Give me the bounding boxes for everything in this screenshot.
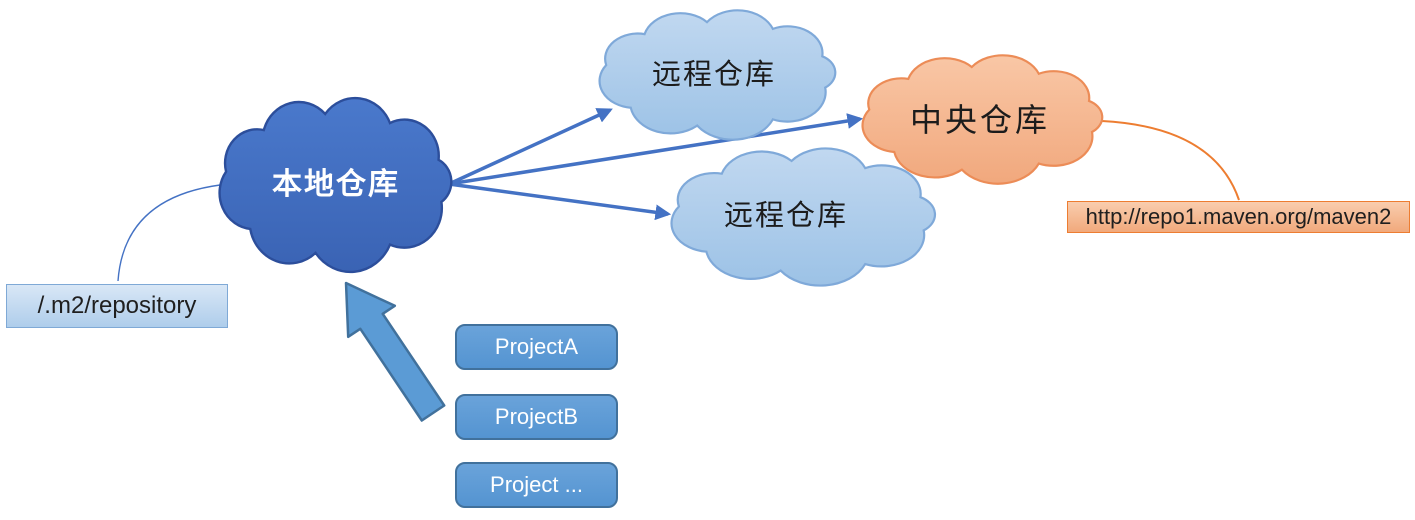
arrow-local-to-central <box>448 113 864 186</box>
project-box-b: ProjectB <box>455 394 618 440</box>
central-url-callout: http://repo1.maven.org/maven2 <box>1067 201 1410 233</box>
local-repo-label: 本地仓库 <box>272 168 400 201</box>
arrow-local-to-remote-bottom <box>448 182 672 221</box>
local-path-callout: /.m2/repository <box>6 284 228 328</box>
project-box-a: ProjectA <box>455 324 618 370</box>
remote-repo-bottom-label: 远程仓库 <box>723 200 849 232</box>
arrow-local-to-remote-top <box>448 108 613 186</box>
remote-repo-bottom-cloud <box>672 146 938 288</box>
connector-central-to-url-callout <box>1101 120 1240 201</box>
projects-to-local-block-arrow <box>344 281 446 422</box>
central-repo-cloud <box>863 53 1105 186</box>
project-box-c: Project ... <box>455 462 618 508</box>
remote-repo-top-label: 远程仓库 <box>651 59 777 91</box>
central-repo-label: 中央仓库 <box>909 102 1051 138</box>
remote-repo-top-cloud <box>600 8 838 142</box>
local-repo-cloud <box>220 95 454 275</box>
connector-local-to-path-callout <box>117 184 221 282</box>
